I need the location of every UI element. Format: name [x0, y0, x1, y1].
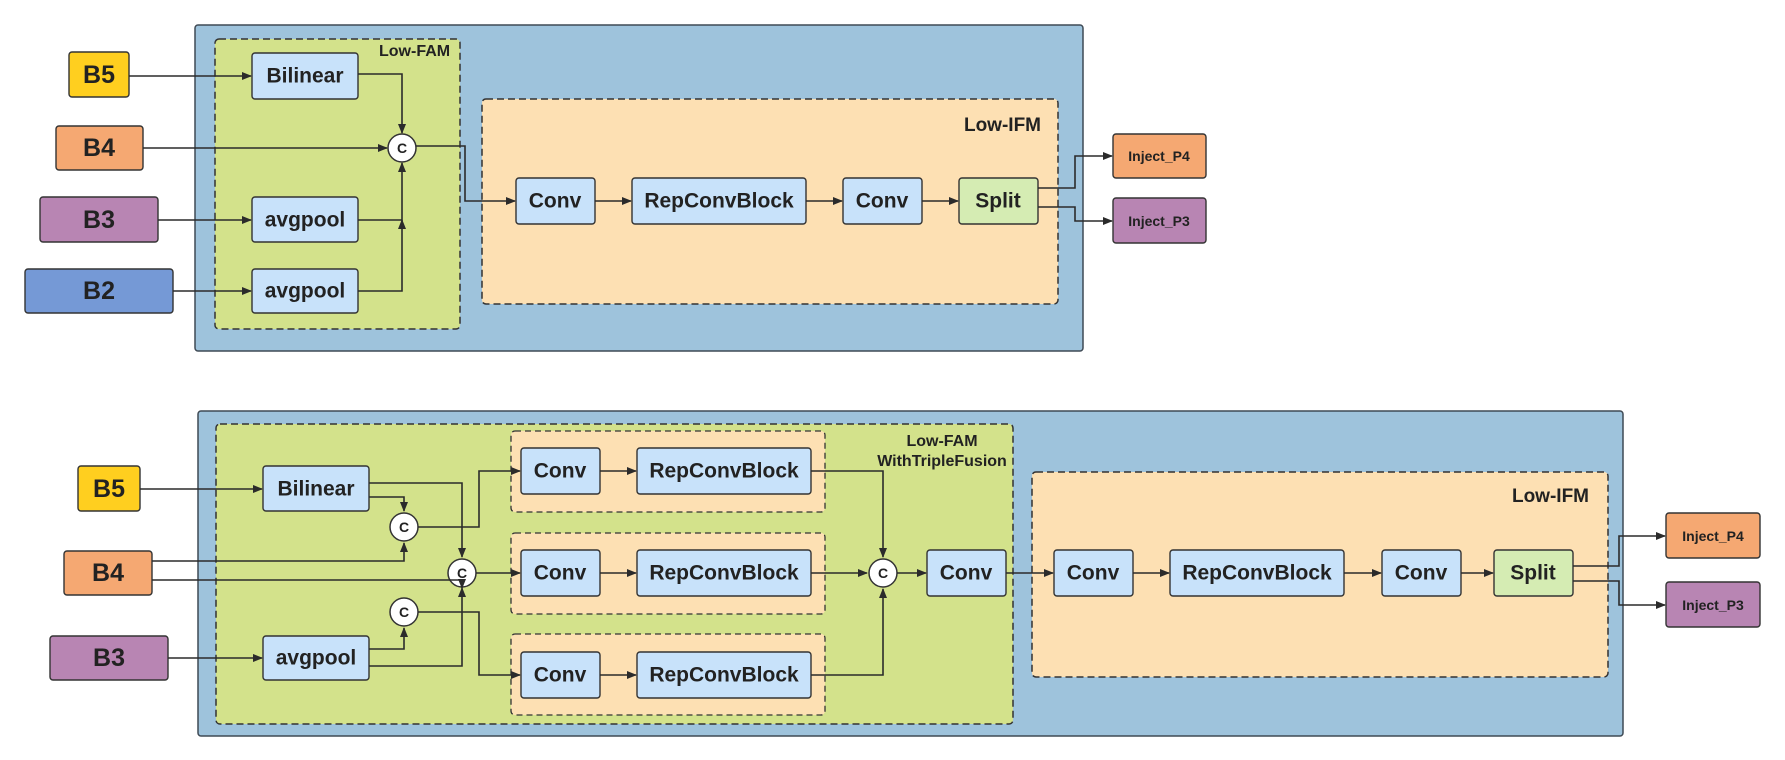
bottom-low-ifm-label: Low-IFM: [1512, 486, 1589, 507]
bottom-branch1-repconvblock-label: RepConvBlock: [649, 460, 799, 483]
bottom-concat-label-fusion: C: [878, 565, 888, 581]
bottom-input-b4: [63, 550, 153, 596]
bottom-diagram: Low-FAM WithTripleFusion Low-IFM B5 B4 B…: [49, 410, 1761, 737]
bottom-input-b5-label: B5: [93, 475, 125, 503]
bottom-avgpool-label: avgpool: [276, 647, 357, 670]
bottom-output-inject-p3: [1665, 581, 1761, 628]
top-split-label: Split: [975, 190, 1021, 213]
bottom-repconvblock-label: RepConvBlock: [1182, 562, 1332, 585]
bottom-branch3-repconvblock-label: RepConvBlock: [649, 664, 799, 687]
bottom-split-label: Split: [1510, 562, 1556, 585]
bottom-branch1-conv-label: Conv: [534, 460, 587, 483]
top-low-fam-region: [214, 38, 461, 330]
bottom-fusion-conv-label: Conv: [940, 562, 993, 585]
bottom-concat-label-2: C: [457, 565, 467, 581]
bottom-output-inject-p4: [1665, 512, 1761, 559]
top-input-b5: [68, 51, 130, 98]
top-diagram: Low-FAM Low-IFM B5 B4 B3 B2 Bilinear avg…: [24, 24, 1207, 352]
top-conv-label-2: Conv: [856, 190, 909, 213]
bottom-conv-label-2: Conv: [1395, 562, 1448, 585]
top-bilinear-box: [251, 52, 359, 100]
bottom-branch3-conv-label: Conv: [534, 664, 587, 687]
top-input-b2-label: B2: [83, 277, 115, 305]
top-input-b5-label: B5: [83, 61, 115, 89]
top-output-inject-p3-label: Inject_P3: [1128, 213, 1190, 229]
bottom-bilinear-label: Bilinear: [277, 478, 354, 501]
top-conv-label-1: Conv: [529, 190, 582, 213]
bottom-connectors: [140, 467, 1666, 679]
bottom-concat-label-1: C: [399, 519, 409, 535]
top-avgpool-label-1: avgpool: [265, 209, 346, 232]
bottom-output-inject-p4-label: Inject_P4: [1682, 528, 1744, 544]
top-split-box: [958, 177, 1039, 225]
top-low-fam-label: Low-FAM: [379, 43, 450, 60]
top-input-b4-label: B4: [83, 134, 115, 162]
top-output-inject-p3: [1112, 197, 1207, 244]
top-output-inject-p4-label: Inject_P4: [1128, 148, 1190, 164]
top-repconvblock-label: RepConvBlock: [644, 190, 794, 213]
top-input-b3-label: B3: [83, 206, 115, 234]
top-low-ifm-label: Low-IFM: [964, 115, 1041, 136]
bottom-branch2-repconvblock-label: RepConvBlock: [649, 562, 799, 585]
bottom-low-fam-label-line2: WithTripleFusion: [877, 453, 1007, 470]
top-bilinear-label: Bilinear: [266, 65, 343, 88]
top-avgpool-label-2: avgpool: [265, 280, 346, 303]
bottom-avgpool-box: [262, 635, 370, 681]
bottom-input-b3-label: B3: [93, 644, 125, 672]
bottom-conv-label-1: Conv: [1067, 562, 1120, 585]
bottom-output-inject-p3-label: Inject_P3: [1682, 597, 1744, 613]
bottom-branch2-conv-label: Conv: [534, 562, 587, 585]
bottom-split-box: [1493, 549, 1574, 597]
bottom-bilinear-box: [262, 465, 370, 512]
bottom-concat-label-3: C: [399, 604, 409, 620]
top-output-inject-p4: [1112, 133, 1207, 179]
bottom-input-b4-label: B4: [92, 559, 124, 587]
top-connectors: [129, 72, 1113, 295]
top-concat-label: C: [397, 140, 407, 156]
bottom-low-fam-label-line1: Low-FAM: [906, 433, 977, 450]
